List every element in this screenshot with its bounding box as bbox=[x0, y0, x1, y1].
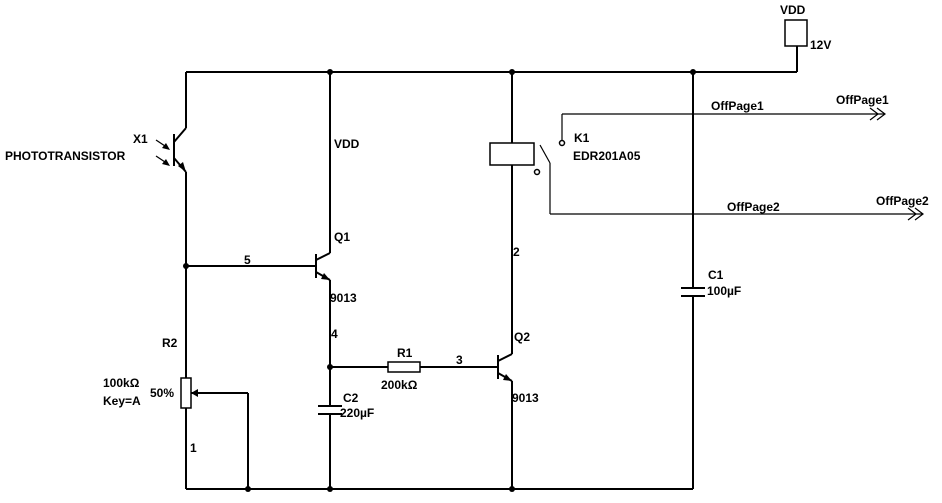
vdd-source-value: 12V bbox=[810, 38, 831, 52]
vdd-net-label: VDD bbox=[334, 137, 360, 151]
r2-ref: R2 bbox=[162, 336, 178, 350]
offpage2-net-label: OffPage2 bbox=[727, 200, 780, 214]
k1-part: EDR201A05 bbox=[573, 149, 641, 163]
q1-part: 9013 bbox=[330, 291, 357, 305]
r2-key: Key=A bbox=[103, 394, 141, 408]
relay-contact-wires bbox=[512, 113, 922, 215]
c1-value: 100µF bbox=[707, 284, 741, 298]
offpage2-arrow bbox=[907, 207, 924, 221]
q2-part: 9013 bbox=[512, 391, 539, 405]
r1-ref: R1 bbox=[397, 346, 413, 360]
q1-ref: Q1 bbox=[334, 230, 350, 244]
c2-ref: C2 bbox=[343, 391, 359, 405]
q1-column-wires bbox=[329, 72, 498, 489]
r1-resistor bbox=[387, 361, 421, 373]
phototransistor-x1 bbox=[155, 127, 187, 173]
k1-ref: K1 bbox=[574, 131, 590, 145]
offpage2-connector-label: OffPage2 bbox=[876, 194, 929, 208]
node-2-label: 2 bbox=[513, 245, 520, 259]
q1-transistor bbox=[315, 252, 331, 281]
c2-value: 220µF bbox=[340, 406, 374, 420]
r2-position: 50% bbox=[150, 386, 174, 400]
junction-dots bbox=[183, 69, 696, 492]
q2-transistor bbox=[497, 353, 513, 382]
c1-ref: C1 bbox=[708, 268, 724, 282]
x1-type: PHOTOTRANSISTOR bbox=[5, 149, 126, 163]
r1-value: 200kΩ bbox=[381, 378, 418, 392]
vdd-source bbox=[784, 19, 808, 47]
offpage1-connector-label: OffPage1 bbox=[836, 93, 889, 107]
offpage1-arrow bbox=[869, 107, 886, 121]
left-branch-wires bbox=[185, 72, 316, 489]
c2-capacitor bbox=[318, 405, 342, 420]
r2-wiper-wire bbox=[202, 392, 249, 489]
q2-ref: Q2 bbox=[514, 330, 530, 344]
x1-ref: X1 bbox=[133, 132, 148, 146]
offpage1-net-label: OffPage1 bbox=[711, 99, 764, 113]
node-3-label: 3 bbox=[456, 353, 463, 367]
vdd-source-name: VDD bbox=[780, 3, 806, 17]
node-1-label: 1 bbox=[190, 441, 197, 455]
r2-potentiometer bbox=[180, 377, 202, 409]
c1-capacitor bbox=[681, 287, 705, 297]
node-4-label: 4 bbox=[331, 327, 338, 341]
node-5-label: 5 bbox=[244, 253, 251, 267]
relay-k1 bbox=[489, 139, 566, 176]
r2-value: 100kΩ bbox=[103, 376, 140, 390]
